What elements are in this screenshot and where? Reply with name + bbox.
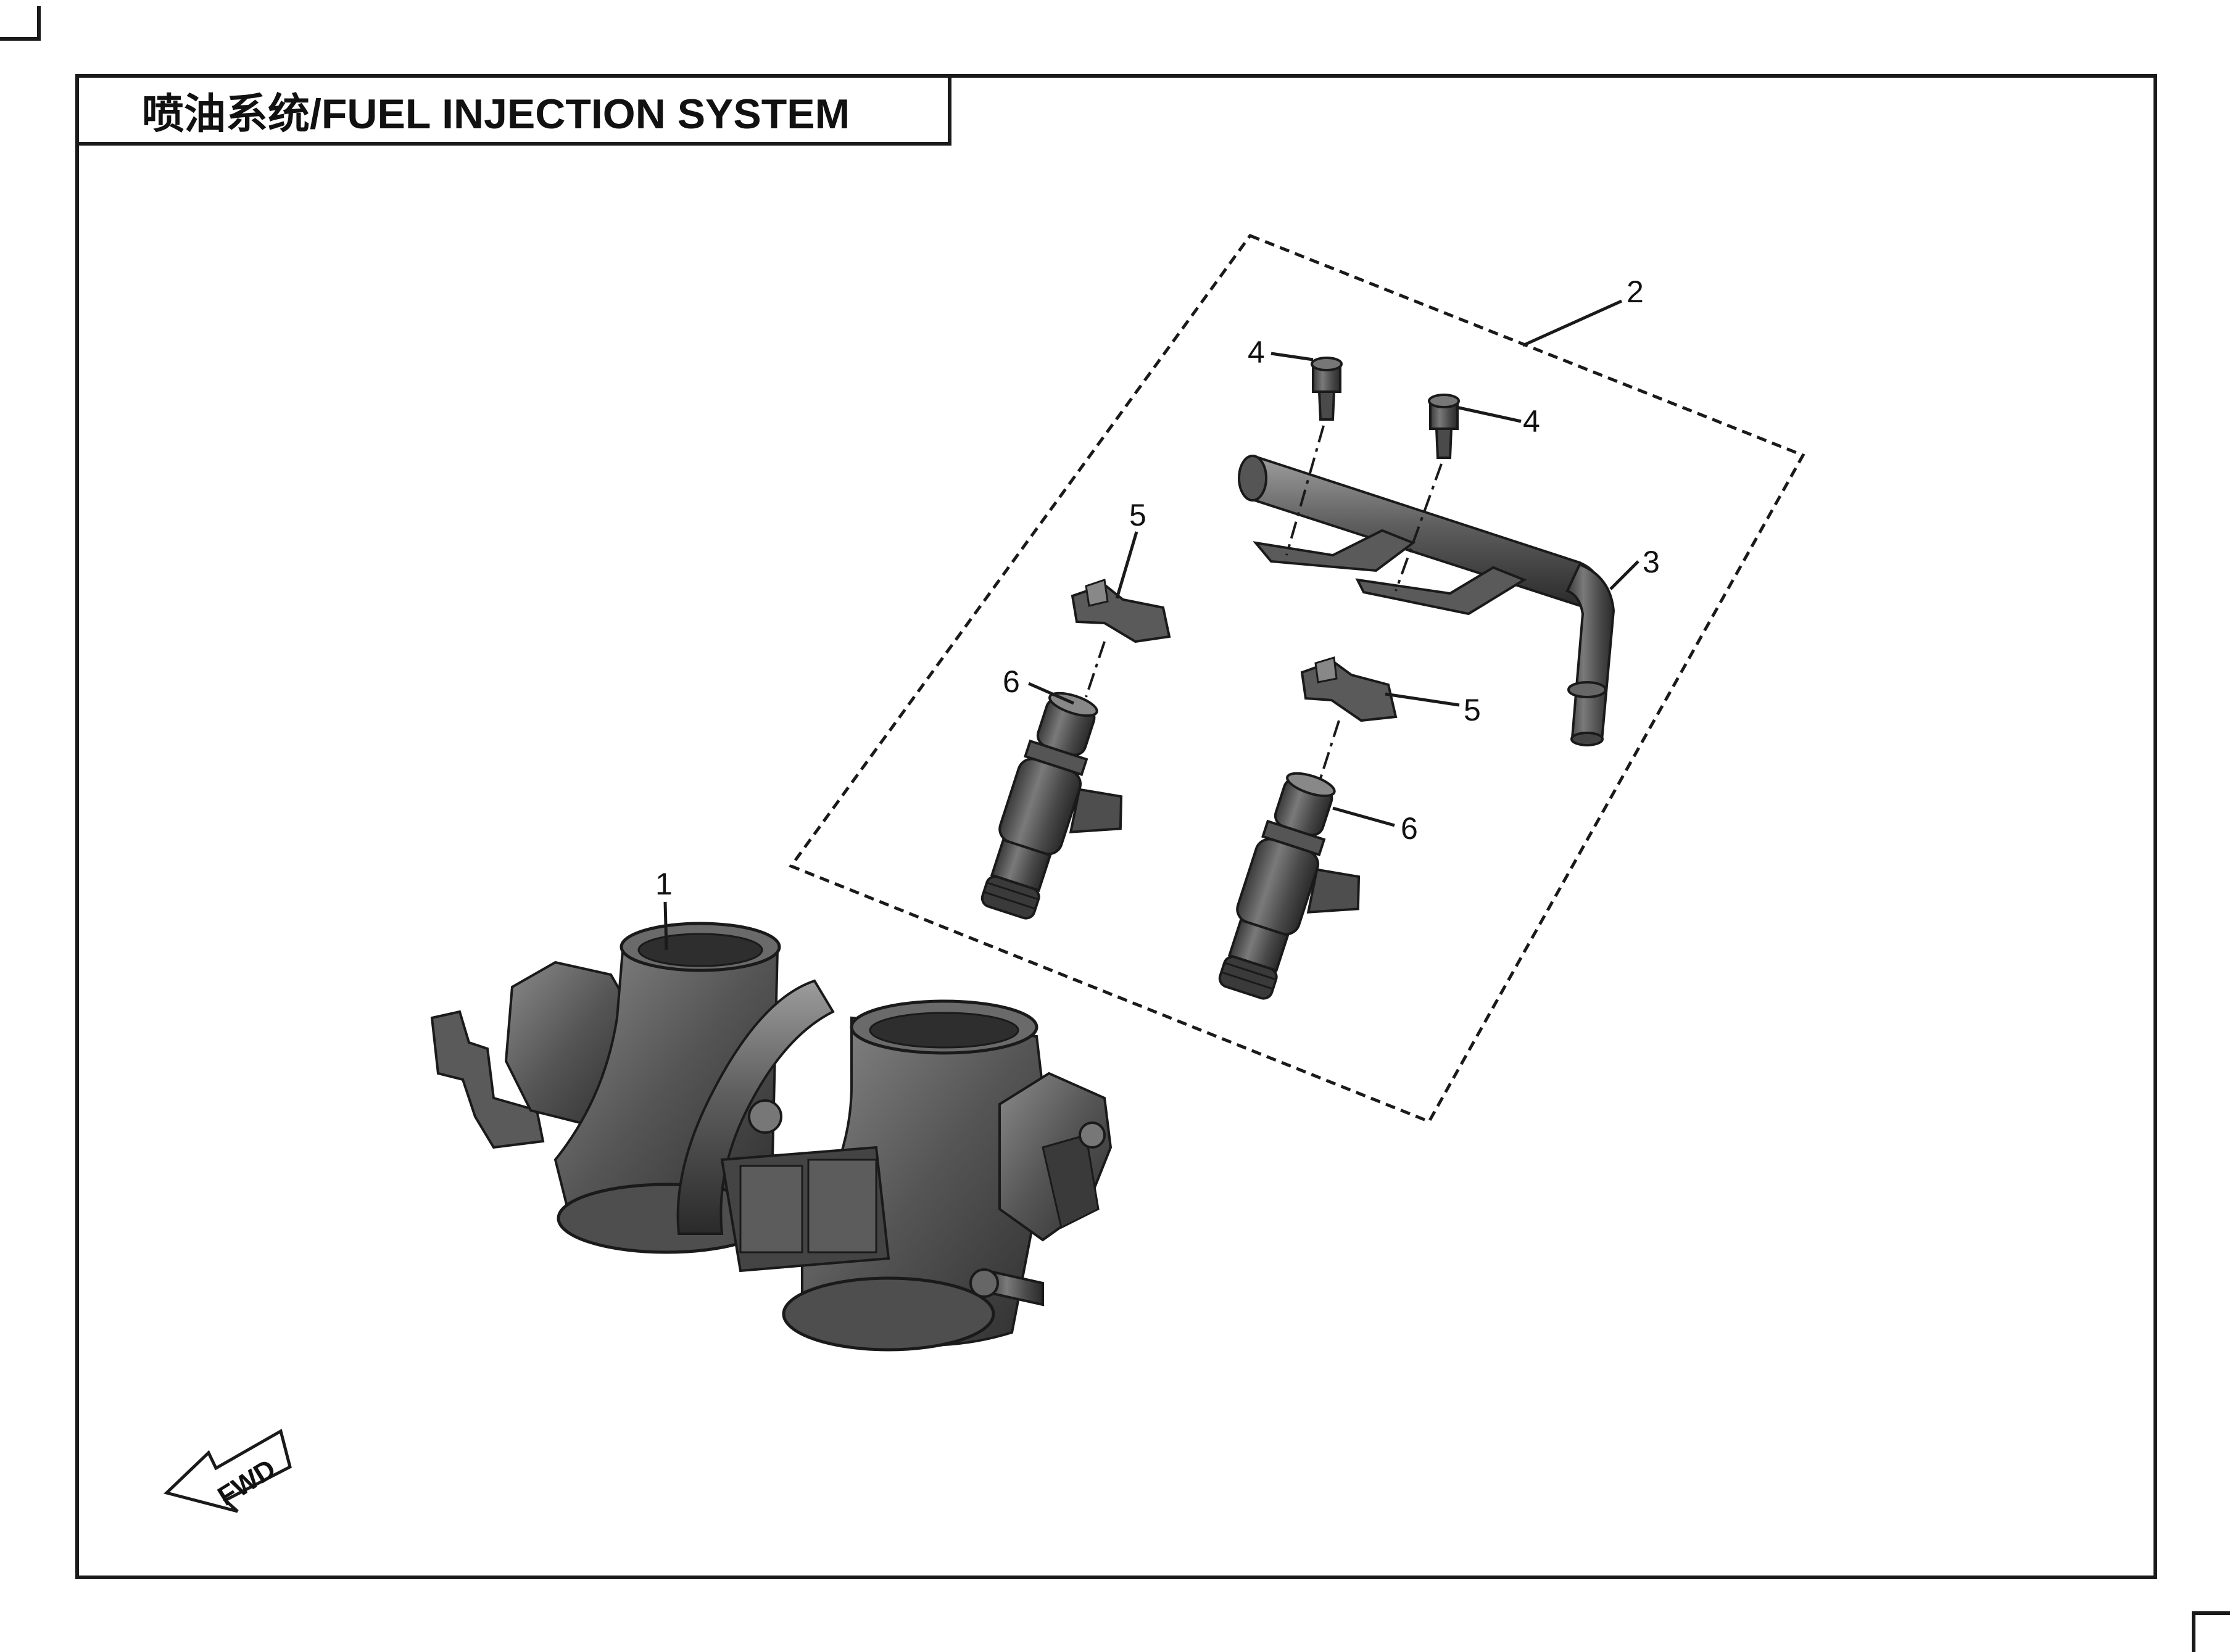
throttle-body xyxy=(430,922,1113,1352)
clip-left-axis xyxy=(1085,641,1106,698)
callout-4-left: 4 xyxy=(1248,335,1265,370)
injector-left xyxy=(980,692,1123,920)
bolt-right-axis xyxy=(1395,463,1443,592)
callout-3: 3 xyxy=(1643,545,1660,579)
leader-5-left xyxy=(1115,531,1138,599)
clip-right-axis xyxy=(1319,720,1340,779)
injector-right xyxy=(1218,772,1361,1000)
callout-4-right: 4 xyxy=(1523,404,1540,439)
leader-6-right xyxy=(1332,806,1395,827)
crop-mark-top-left xyxy=(0,6,41,41)
bolt-left-axis xyxy=(1285,425,1325,556)
diagram-frame xyxy=(75,74,2157,1579)
leader-2 xyxy=(1522,299,1623,347)
callout-5-right: 5 xyxy=(1464,693,1481,727)
leader-4-left xyxy=(1270,352,1314,361)
crop-mark-bottom-right xyxy=(2192,1611,2230,1652)
forward-direction-arrow: FWD xyxy=(164,1429,292,1513)
leader-6-left xyxy=(1027,682,1075,705)
callout-1: 1 xyxy=(655,867,673,901)
leader-3 xyxy=(1609,560,1639,590)
page-title: 喷油系统/FUEL INJECTION SYSTEM xyxy=(142,90,850,138)
callout-6-left: 6 xyxy=(1003,664,1020,699)
callout-5-left: 5 xyxy=(1129,498,1146,532)
leader-lines xyxy=(663,299,1639,951)
bolt-right xyxy=(1428,394,1460,459)
leader-5-right xyxy=(1385,692,1460,707)
leader-1 xyxy=(663,901,668,951)
callout-6-right: 6 xyxy=(1401,811,1418,846)
clip-right xyxy=(1300,656,1398,722)
leader-4-right xyxy=(1456,405,1522,423)
bolt-left xyxy=(1311,357,1343,421)
title-box: 喷油系统/FUEL INJECTION SYSTEM xyxy=(75,78,951,146)
clip-left xyxy=(1071,579,1171,643)
fuel-rail-pipe xyxy=(1238,455,1615,746)
callout-2: 2 xyxy=(1627,275,1644,309)
fuel-rail-assembly-boundary xyxy=(789,233,1805,1124)
